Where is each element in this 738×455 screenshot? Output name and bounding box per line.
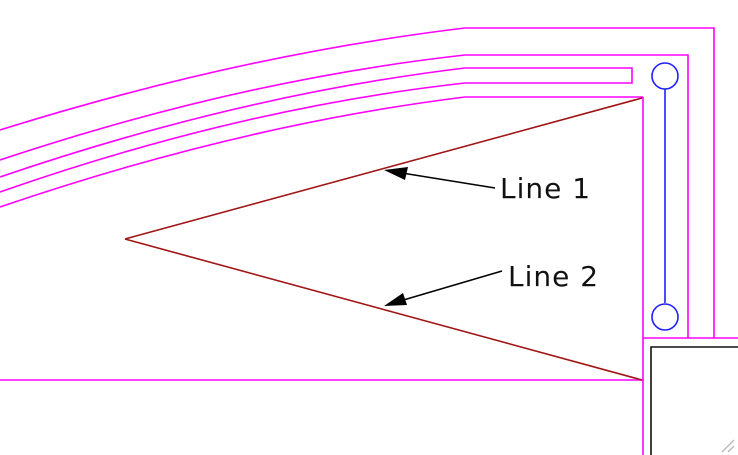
leader-line-2	[384, 270, 503, 306]
frame-box-outline[interactable]	[650, 346, 738, 455]
line-1-label: Line 1	[500, 172, 591, 205]
resize-grip-icon	[721, 439, 735, 453]
notch-roof-profile[interactable]	[0, 67, 633, 193]
line-2[interactable]	[124, 238, 643, 381]
hinge-top-circle[interactable]	[651, 62, 679, 90]
leader-2-shaft	[399, 270, 503, 302]
hinge-bottom-circle[interactable]	[651, 303, 679, 331]
wedge-lines	[124, 97, 643, 381]
outer-roof-profile[interactable]	[0, 27, 715, 338]
line-2-label: Line 2	[508, 260, 599, 293]
leader-line-1	[384, 167, 496, 189]
leader-1-arrowhead	[384, 167, 408, 180]
line-1[interactable]	[124, 97, 643, 240]
second-roof-profile[interactable]	[0, 54, 689, 338]
frame-box	[650, 346, 738, 455]
inner-roof-profile[interactable]	[0, 96, 643, 208]
leader-2-arrowhead	[384, 293, 407, 306]
hinge-rod	[651, 62, 679, 331]
leader-1-shaft	[401, 172, 496, 189]
outline-profiles	[0, 27, 738, 455]
